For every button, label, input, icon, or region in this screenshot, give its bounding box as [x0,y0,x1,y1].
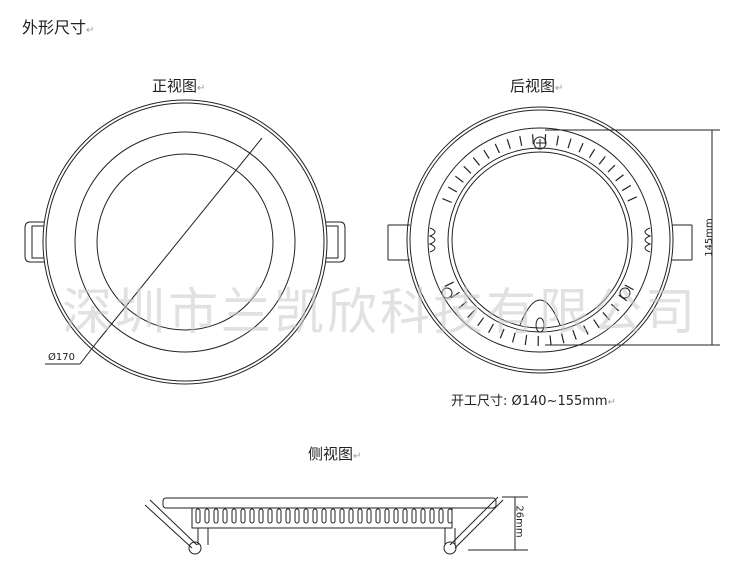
side-view-label: 侧视图↵ [308,443,361,464]
heatsink-tooth [549,335,552,346]
side-fin [366,508,372,524]
heatsink-tooth [561,333,565,344]
heatsink-tooth [602,312,610,321]
heatsink-tooth [467,309,475,318]
side-fin [285,508,291,524]
side-fin [447,508,453,524]
side-fin [438,508,444,524]
height-dimension-label: 145mm [703,218,715,257]
side-view-text: 侧视图 [308,445,354,463]
side-fin [375,508,381,524]
front-view-drawing [24,99,346,385]
side-fin [204,508,210,524]
heatsink-tooth [624,284,634,291]
heatsink-tooth [483,149,490,159]
heatsink-tooth [621,184,632,192]
side-fin [303,508,309,524]
diameter-label: Ø170 [48,352,75,363]
side-fin [393,508,399,524]
heatsink-tooth [477,317,485,327]
side-fin [195,508,201,524]
heatsink-tooth [544,134,547,145]
heatsink-tooth [615,174,624,182]
side-fin [348,508,354,524]
return-mark: ↵ [353,451,362,462]
heatsink-tooth [463,165,472,174]
return-mark: ↵ [197,83,206,94]
heatsink-tooth [519,135,523,146]
side-fin [240,508,246,524]
side-fin [267,508,273,524]
heatsink-tooth [627,196,638,202]
side-fin [420,508,426,524]
side-view-drawing [144,496,528,555]
back-view-label: 后视图↵ [510,75,563,96]
heatsink-tooth [511,332,516,343]
heatsink-tooth [567,138,572,149]
return-mark: ↵ [86,25,95,36]
heatsink-tooth [532,134,534,145]
heatsink-tooth [454,175,464,183]
heatsink-tooth [578,142,584,153]
side-fin [312,508,318,524]
side-fin [294,508,300,524]
side-fin [213,508,219,524]
heatsink-tooth [610,303,620,312]
cutout-label: 开工尺寸: Ø140~155mm↵ [451,390,616,409]
side-fin [357,508,363,524]
heatsink-tooth [494,143,500,154]
heatsink-tooth [472,157,481,166]
side-fin [402,508,408,524]
side-fin [249,508,255,524]
heatsink-tooth [583,325,589,335]
heatsink-tooth [572,330,577,340]
heatsink-tooth [607,164,616,173]
side-fin [411,508,417,524]
heatsink-tooth [598,156,606,165]
cutout-text: 开工尺寸: Ø140~155mm [451,394,608,409]
heatsink-tooth [450,291,460,299]
front-view-label: 正视图↵ [152,75,205,96]
heatsink-tooth [593,319,600,329]
side-fin [321,508,327,524]
heatsink-tooth [488,323,494,334]
side-fin [231,508,237,524]
heatsink-tooth [499,328,505,339]
front-view-text: 正视图 [152,77,198,95]
heatsink-tooth [447,186,458,193]
side-fin [429,508,435,524]
back-view-text: 后视图 [510,77,556,95]
side-fin [339,508,345,524]
watermark: 深圳市兰凯欣科技有限公司 [62,283,698,341]
side-fin [384,508,390,524]
side-fin [330,508,336,524]
return-mark: ↵ [607,397,616,408]
heatsink-tooth [444,281,454,288]
side-fin [258,508,264,524]
heatsink-tooth [458,301,467,309]
return-mark: ↵ [555,83,564,94]
side-height-label: 26mm [513,505,525,538]
side-fin [276,508,282,524]
heatsink-tooth [588,148,596,159]
page-title: 外形尺寸↵ [22,14,94,38]
title-text: 外形尺寸 [22,18,87,37]
heatsink-tooth [524,334,528,346]
side-fin [222,508,228,524]
heatsink-tooth [442,198,452,204]
heatsink-tooth [556,135,559,146]
back-view-drawing [387,106,720,374]
heatsink-tooth [506,139,511,149]
